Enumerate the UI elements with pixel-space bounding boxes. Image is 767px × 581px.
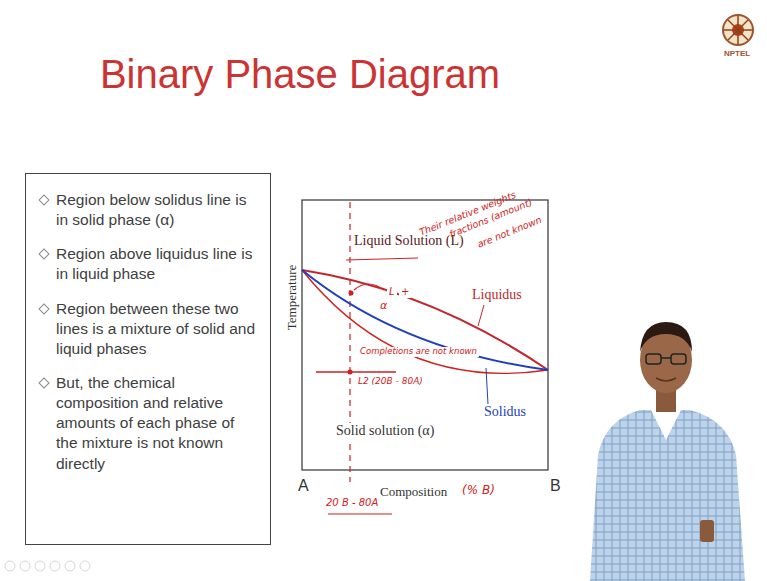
curve-label: Liquidus bbox=[472, 287, 522, 303]
hand-note: α bbox=[378, 300, 389, 313]
bullet-marker bbox=[38, 249, 49, 260]
tie-line bbox=[316, 371, 396, 373]
hand-note: (% B) bbox=[462, 484, 495, 498]
annotation-loop bbox=[302, 270, 548, 373]
solidus-curve bbox=[302, 270, 548, 370]
leader-line bbox=[478, 305, 484, 326]
region-label: Solid solution (α) bbox=[334, 423, 436, 439]
logo-text: NPTEL bbox=[724, 49, 750, 58]
hand-underline bbox=[346, 258, 418, 260]
bullet-text: Region between these two lines is a mixt… bbox=[38, 299, 260, 359]
axis-end: A bbox=[298, 477, 309, 495]
bullet-box: Region below solidus line is in solid ph… bbox=[25, 173, 271, 545]
bullet-text: But, the chemical composition and relati… bbox=[38, 373, 260, 474]
hand-underline bbox=[328, 513, 392, 514]
bullet-marker bbox=[38, 303, 49, 314]
hand-note: Completions are not known bbox=[358, 347, 479, 357]
bullet-text: Region below solidus line is in solid ph… bbox=[38, 190, 260, 230]
composition-guide bbox=[349, 202, 350, 482]
bullet-marker bbox=[38, 194, 49, 205]
presenter bbox=[590, 322, 745, 581]
axis-title: Composition bbox=[380, 485, 447, 500]
bullet-text: Region above liquidus line is in liquid … bbox=[38, 244, 260, 284]
hand-arrow bbox=[354, 284, 384, 290]
slide-title: Binary Phase Diagram bbox=[0, 52, 600, 97]
player-toolbar bbox=[5, 561, 90, 571]
leader-line bbox=[486, 368, 488, 404]
state-point bbox=[349, 291, 354, 296]
hand-note: + bbox=[399, 286, 411, 298]
axis-end: B bbox=[550, 477, 561, 495]
hand-note: L2 (20B - 80A) bbox=[356, 376, 425, 386]
bullet-marker bbox=[38, 377, 49, 388]
hand-note: L bbox=[387, 286, 397, 298]
nptel-logo bbox=[723, 15, 753, 45]
axis-title: Temperature bbox=[285, 255, 300, 339]
liquidus-curve bbox=[302, 270, 548, 370]
plot-frame bbox=[302, 200, 548, 470]
curve-label: Solidus bbox=[484, 404, 526, 420]
state-point bbox=[348, 370, 353, 375]
hand-note: 20 B - 80A bbox=[326, 497, 378, 509]
region-label: Liquid Solution (L) bbox=[354, 233, 464, 249]
